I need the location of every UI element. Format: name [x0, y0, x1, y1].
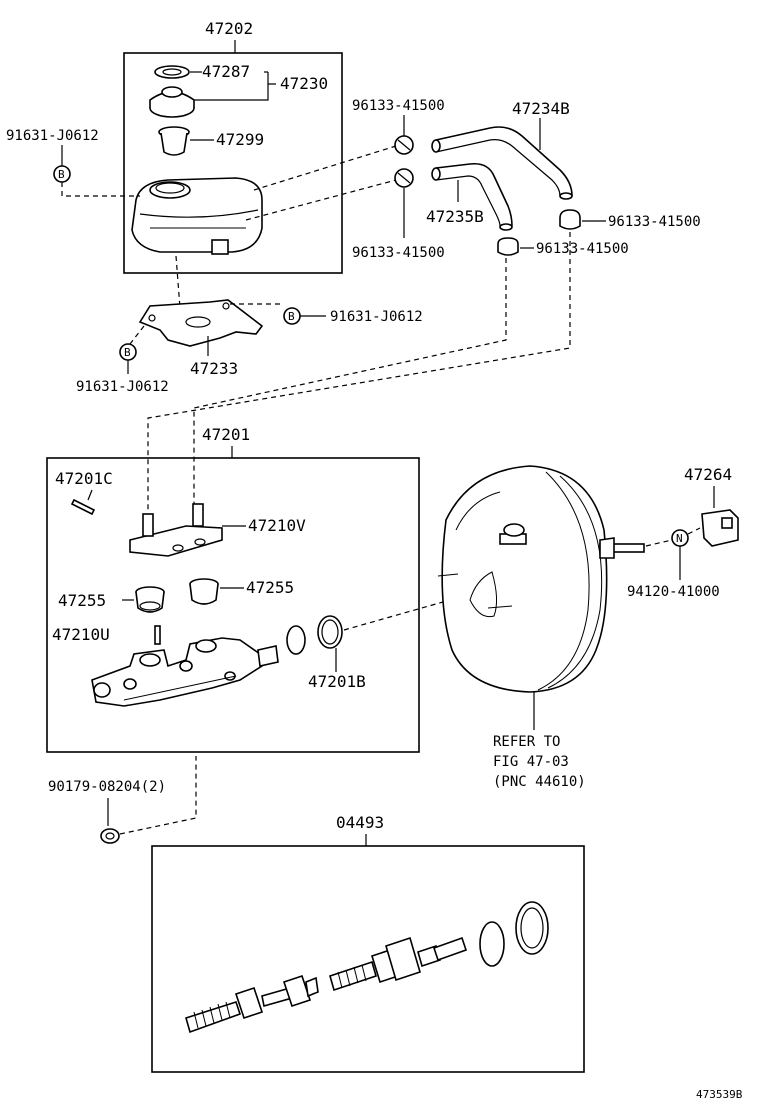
label-47235B: 47235B	[426, 207, 484, 226]
label-47255-right: 47255	[246, 578, 294, 597]
master-cylinder-box	[46, 457, 420, 753]
label-47234B: 47234B	[512, 99, 570, 118]
label-47210V: 47210V	[248, 516, 306, 535]
b-callout-text: B	[58, 168, 65, 181]
label-nut: 94120-41000	[627, 584, 720, 600]
label-47233: 47233	[190, 359, 238, 378]
label-screw-left: 91631-J0612	[6, 128, 99, 144]
label-47210U: 47210U	[52, 625, 110, 644]
label-refer-line1: REFER TO	[493, 734, 560, 750]
switch-part	[701, 509, 739, 547]
label-47201B: 47201B	[308, 672, 366, 691]
label-clip-right-1: 96133-41500	[608, 214, 701, 230]
label-47230: 47230	[280, 74, 328, 93]
hose-clip-2-part	[394, 168, 414, 188]
label-04493: 04493	[336, 813, 384, 832]
bolt-part	[100, 828, 120, 844]
reservoir-cap-part	[149, 86, 195, 118]
figure-id: 473539B	[696, 1088, 743, 1101]
reservoir-group: 47202 47287 47230 47299	[6, 19, 343, 274]
secondary-piston-part	[329, 936, 468, 992]
pin-part	[70, 498, 96, 516]
label-bracket-screw-left: 91631-J0612	[76, 379, 169, 395]
lower-hose-part	[435, 162, 513, 227]
label-bracket-screw-right: 91631-J0612	[330, 309, 423, 325]
small-pin-part	[154, 625, 161, 645]
label-47299: 47299	[216, 130, 264, 149]
b-callout-text: B	[288, 310, 295, 323]
hose-clip-3-part	[559, 209, 581, 230]
label-refer-line3: (PNC 44610)	[493, 774, 586, 790]
reservoir-tank-part	[131, 177, 263, 255]
label-47264: 47264	[684, 465, 732, 484]
master-cylinder-body-part	[91, 637, 279, 707]
hose-clip-1-part	[394, 135, 414, 155]
label-47287: 47287	[202, 62, 250, 81]
cap-gasket-part	[154, 65, 190, 79]
primary-piston-part	[185, 974, 319, 1034]
kit-box	[151, 845, 585, 1073]
hose-clip-4-part	[497, 237, 519, 256]
label-bolt: 90179-08204(2)	[48, 779, 166, 795]
grommet-a-part	[135, 586, 165, 613]
n-callout-text: N	[676, 532, 683, 545]
grommet-b-part	[189, 578, 219, 605]
label-47201C: 47201C	[55, 469, 113, 488]
label-refer-line2: FIG 47-03	[493, 754, 569, 770]
label-47202: 47202	[205, 19, 253, 38]
kit-seal-ring-part	[479, 921, 505, 967]
seal-ring-part	[286, 625, 306, 655]
upper-hose-part	[435, 126, 573, 197]
bolt-group: 90179-08204(2)	[48, 756, 197, 844]
bracket-group: 47233 B 91631-J0612 B 91631-J0612	[76, 255, 423, 395]
kit-group: 04493	[151, 813, 585, 1073]
label-47201: 47201	[202, 425, 250, 444]
kit-o-ring-part	[515, 901, 549, 955]
b-callout-text: B	[124, 346, 131, 359]
bracket-part	[138, 299, 264, 347]
hose-group: 96133-41500 96133-41500 47234B 47235B	[147, 98, 701, 510]
brake-booster-group: REFER TO FIG 47-03 (PNC 44610) N 94120-4…	[437, 465, 739, 790]
label-clip-right-2: 96133-41500	[536, 241, 629, 257]
brake-booster-part	[437, 465, 645, 693]
reservoir-grommet-part	[129, 503, 223, 557]
label-47255-left: 47255	[58, 591, 106, 610]
label-clip-upper-1: 96133-41500	[352, 98, 445, 114]
label-clip-lower-left: 96133-41500	[352, 245, 445, 261]
master-cylinder-group: 47201 47201C 47210V 47255 4725	[46, 425, 451, 753]
o-ring-part	[317, 615, 343, 649]
strainer-part	[158, 126, 190, 156]
